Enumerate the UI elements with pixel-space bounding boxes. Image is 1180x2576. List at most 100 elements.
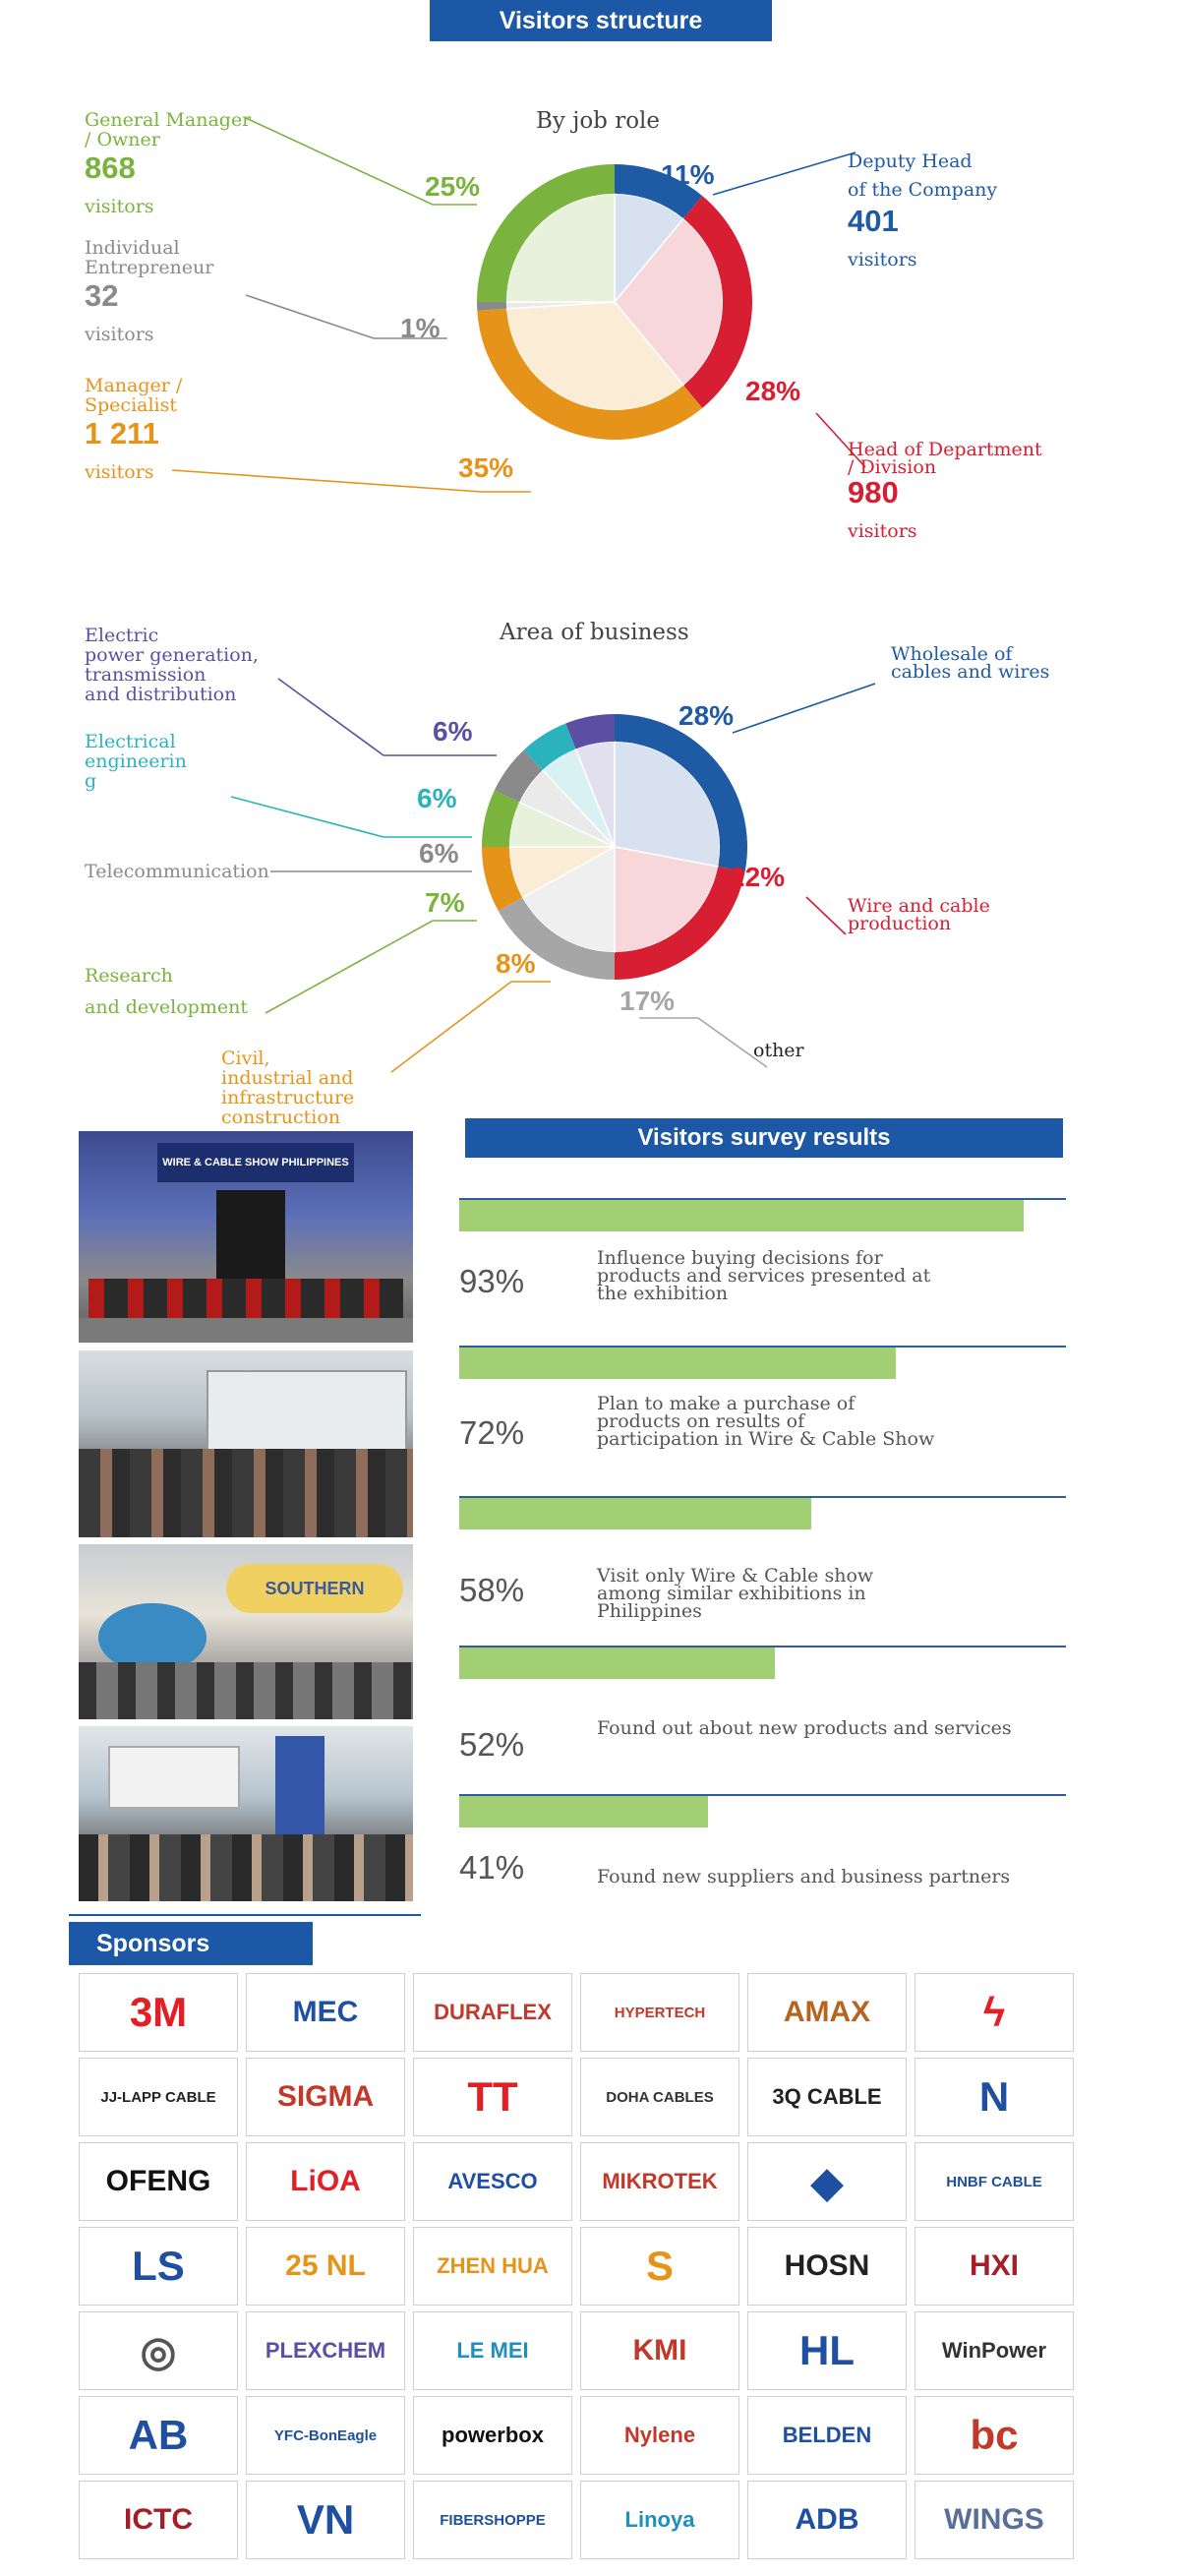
research-pct: 7%	[425, 887, 465, 918]
expo-banner: WIRE & CABLE SHOW PHILIPPINES	[157, 1143, 354, 1182]
individual-leader-line	[245, 294, 447, 339]
deputy-leader-line	[712, 151, 856, 196]
business-slice-other	[498, 897, 615, 980]
survey-rule-1	[459, 1198, 1066, 1200]
photo-southern-booth: SOUTHERN	[79, 1544, 413, 1719]
business-pie-chart	[230, 678, 876, 1073]
production-leader-line	[805, 896, 847, 935]
survey-pct-2: 72%	[459, 1414, 525, 1451]
job-role-slice-head	[683, 196, 752, 408]
survey-text-2: Plan to make a purchase of products on r…	[597, 1393, 935, 1450]
sponsor-logo: ϟ	[914, 1973, 1074, 2052]
sponsors-banner: Sponsors	[69, 1922, 313, 1965]
sponsor-logo: AB	[79, 2396, 238, 2475]
photo-opening-ceremony: WIRE & CABLE SHOW PHILIPPINES	[79, 1131, 413, 1343]
job-role-slice-individual	[477, 302, 507, 311]
electric-label: Electric power generation, transmission …	[85, 625, 259, 705]
manager-leader-line	[171, 469, 531, 493]
deputy-count: 401	[848, 204, 899, 238]
manager-unit: visitors	[85, 461, 154, 483]
deputy-unit: visitors	[848, 249, 917, 270]
sponsor-logo: DOHA CABLES	[580, 2058, 739, 2136]
sponsor-logo: PLEXCHEM	[246, 2311, 405, 2390]
electrical-pct: 6%	[417, 783, 457, 813]
sponsors-divider	[69, 1914, 421, 1916]
sponsors-title: Sponsors	[96, 1929, 210, 1957]
sponsor-logo: S	[580, 2227, 739, 2306]
sponsor-logo: OFENG	[79, 2142, 238, 2221]
business-slice-electrical	[523, 723, 576, 771]
sponsor-logo: DURAFLEX	[413, 1973, 572, 2052]
manager-count: 1 211	[85, 416, 159, 450]
job-role-label-manager: Manager / Specialist 1 211 visitors	[85, 376, 182, 482]
electrical-leader-line	[230, 796, 472, 838]
deputy-pct: 11%	[661, 159, 715, 190]
job-role-label-individual: Individual Entrepreneur 32 visitors	[85, 238, 213, 344]
survey-pct-3: 58%	[459, 1572, 525, 1608]
other-label: other	[753, 1040, 804, 1061]
sponsor-logo: HXI	[914, 2227, 1074, 2306]
survey-bar-4	[459, 1647, 775, 1679]
sponsor-logo: LiOA	[246, 2142, 405, 2221]
deputy-label: Deputy Head of the Company	[848, 150, 998, 201]
electrical-label: Electrical engineerin g	[85, 731, 187, 792]
sponsor-logo: Nylene	[580, 2396, 739, 2475]
individual-pct: 1%	[400, 313, 441, 343]
crowd	[79, 1449, 413, 1537]
sponsor-logo: N	[914, 2058, 1074, 2136]
head-label: Head of Department / Division	[848, 439, 1042, 478]
globe-display	[98, 1603, 206, 1672]
survey-bar-5	[459, 1796, 708, 1827]
crowd-ribbon	[88, 1279, 403, 1318]
civil-pct: 8%	[496, 948, 536, 979]
sponsor-logo: LE MEI	[413, 2311, 572, 2390]
booth-wall	[206, 1370, 407, 1453]
sponsor-logo: ◆	[747, 2142, 907, 2221]
survey-rule-5	[459, 1794, 1066, 1796]
sponsor-logo: bc	[914, 2396, 1074, 2475]
sponsor-logo: MIKROTEK	[580, 2142, 739, 2221]
job-role-label-deputy: Deputy Head of the Company 401 visitors	[848, 148, 997, 270]
telecom-pct: 6%	[419, 838, 459, 869]
sponsor-logo: ◎	[79, 2311, 238, 2390]
visitors-structure-title: Visitors structure	[499, 6, 703, 34]
gm-pct: 25%	[425, 171, 481, 202]
survey-rule-3	[459, 1496, 1066, 1498]
business-slice-production	[615, 867, 745, 980]
sponsor-logo: SIGMA	[246, 2058, 405, 2136]
survey-rule-4	[459, 1646, 1066, 1647]
survey-rule-2	[459, 1346, 1066, 1348]
business-chart-title: Area of business	[500, 620, 689, 645]
individual-unit: visitors	[85, 324, 154, 345]
electric-pct: 6%	[433, 716, 473, 747]
business-slice-wholesale	[615, 714, 747, 872]
job-role-slice-gm	[477, 164, 615, 302]
head-unit: visitors	[848, 520, 917, 542]
manager-label: Manager / Specialist	[85, 375, 183, 416]
business-slice-electric	[565, 714, 615, 749]
survey-text-4: Found out about new products and service…	[597, 1717, 1012, 1739]
sponsor-logo: AMAX	[747, 1973, 907, 2052]
business-slice-research	[482, 790, 520, 847]
survey-text-3: Visit only Wire & Cable show among simil…	[597, 1565, 874, 1622]
research-leader-line	[265, 920, 477, 1014]
head-count: 980	[848, 475, 899, 509]
job-role-slice-deputy	[615, 164, 703, 219]
survey-title: Visitors survey results	[637, 1124, 891, 1151]
sponsor-logo: HNBF CABLE	[914, 2142, 1074, 2221]
banner-stand	[275, 1736, 324, 1834]
sponsor-logo: ZHEN HUA	[413, 2227, 572, 2306]
manager-pct: 35%	[458, 452, 514, 483]
sponsor-logo: TT	[413, 2058, 572, 2136]
survey-bar-3	[459, 1498, 811, 1529]
head-leader-line	[815, 412, 866, 468]
civil-label: Civil, industrial and infrastructure con…	[221, 1048, 355, 1128]
sponsor-logo: HL	[747, 2311, 907, 2390]
wholesale-pct: 28%	[678, 700, 735, 731]
survey-text-5: Found new suppliers and business partner…	[597, 1866, 1011, 1887]
individual-count: 32	[85, 278, 119, 313]
survey-pct-4: 52%	[459, 1726, 525, 1763]
survey-pct-1: 93%	[459, 1263, 525, 1299]
visitors-structure-banner: Visitors structure	[430, 0, 772, 41]
research-label: Research and development	[85, 965, 248, 1018]
